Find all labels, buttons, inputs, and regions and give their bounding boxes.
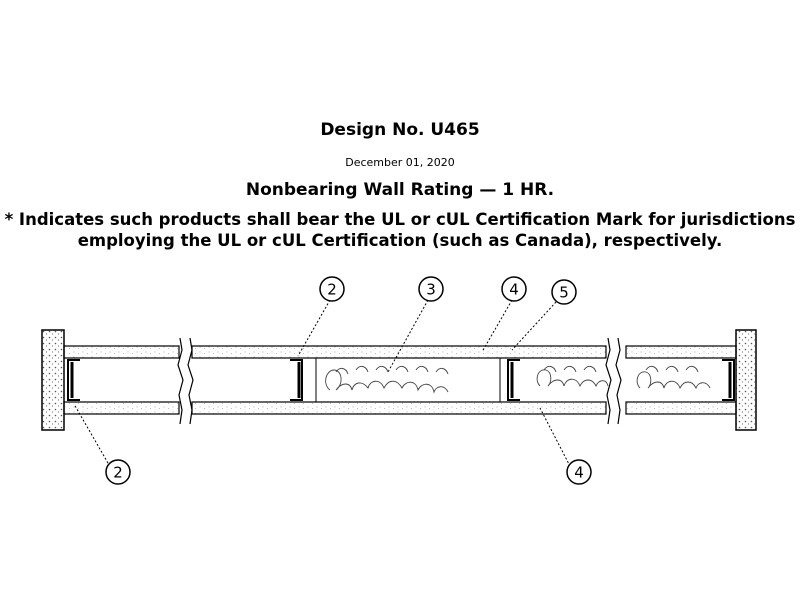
gypsum-board-bottom [63, 401, 737, 415]
svg-text:5: 5 [559, 284, 569, 302]
design-number: Design No. U465 [320, 120, 480, 140]
break-lines [177, 337, 622, 425]
callout-4-bottom: 4 [566, 459, 592, 485]
callout-3: 3 [418, 276, 444, 302]
batt-insulation-1 [325, 365, 449, 394]
callout-2-top: 2 [319, 276, 345, 302]
wall-rating: Nonbearing Wall Rating — 1 HR. [245, 180, 555, 200]
svg-text:2: 2 [327, 281, 337, 299]
cavity-lines [315, 358, 501, 402]
gypsum-board-top [63, 345, 737, 359]
svg-text:4: 4 [509, 281, 519, 299]
wall-section-diagram: 2 3 4 5 2 4 [41, 276, 757, 485]
callout-2-bottom: 2 [105, 459, 131, 485]
callout-4-top: 4 [501, 276, 527, 302]
leader-lines [73, 299, 573, 471]
steel-stud-2 [507, 359, 520, 401]
svg-text:4: 4 [574, 464, 584, 482]
right-end-wall [735, 329, 757, 431]
steel-stud-right [722, 359, 735, 401]
design-date: December 01, 2020 [345, 156, 455, 169]
batt-insulation-2 [536, 365, 609, 388]
svg-text:3: 3 [426, 281, 436, 299]
svg-text:2: 2 [113, 464, 123, 482]
steel-stud-1 [290, 359, 303, 401]
certification-note: * Indicates such products shall bear the… [4, 210, 796, 250]
left-end-wall [41, 329, 65, 431]
steel-stud-left [67, 359, 80, 401]
callout-5: 5 [551, 279, 577, 305]
batt-insulation-3 [636, 365, 711, 390]
